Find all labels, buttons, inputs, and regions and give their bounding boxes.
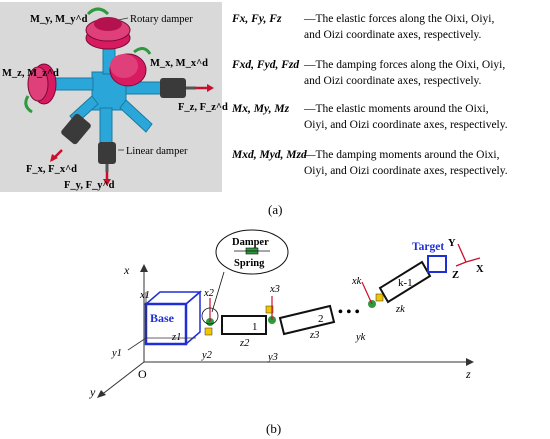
frame-y1: y1 [111,348,122,359]
legend-2-line2: and Oizi coordinate axes, respectively. [304,75,482,87]
moment-arrow-x [133,47,152,55]
frame-y3: y3 [267,352,278,363]
target-label-y: Y [448,238,456,249]
frame-y2: y2 [201,350,213,361]
target-axis-z [455,261,467,267]
legend-2-line1: —The damping forces along the Oixi, Oiyi… [303,59,505,71]
label-fy: F_y, F_y^d [64,180,115,191]
legend-3-line2: Oiyi, and Oizi coordinate axes, respecti… [304,119,508,131]
label-fx: F_x, F_x^d [26,164,77,175]
link-2 [278,304,336,336]
world-label-y: y [89,385,96,399]
legend-2-symbols: Fxd, Fyd, Fzd [231,59,299,71]
linear-damper-bottom [98,142,116,164]
callout-spring: Spring [234,258,265,269]
moment-arrow-y [86,7,110,16]
legend-4-line2: Oiyi, and Oizi coordinate axes, respecti… [304,165,508,177]
world-label-x: x [123,263,130,277]
label-rotary-damper: Rotary damper [130,14,193,25]
label-my: M_y, M_y^d [30,14,88,25]
base-label: Base [150,311,175,325]
legend-1-line2: and Oizi coordinate axes, respectively. [304,29,482,41]
target-axis-y [457,243,467,263]
frame-x3: x3 [269,284,280,295]
callout-damper: Damper [232,237,269,248]
legend-1-symbols: Fx, Fy, Fz [231,13,282,25]
caption-b: (b) [266,421,281,436]
frame-z3: z3 [309,330,319,341]
caption-a: (a) [268,202,282,217]
link-1 [221,315,267,335]
frame-xk: xk [351,276,362,287]
world-label-z: z [465,367,471,381]
target-label-z: Z [452,270,459,281]
target-label-x: X [476,264,484,275]
target-box [427,255,447,273]
link-k-1 [378,260,432,304]
label-mx: M_x, M_x^d [150,58,208,69]
target-label: Target [412,241,444,253]
frame-z1: z1 [171,332,181,343]
label-mz: M_z, M_z^d [2,68,59,79]
label-linear-damper: Linear damper [126,146,188,157]
link-k-1-label: k-1 [398,277,413,289]
moment-arrow-z [24,95,33,114]
frame-yk: yk [355,332,366,343]
linear-damper-front [61,113,91,145]
chain-ellipsis: • • • [338,305,360,320]
legend-4-symbols: Mxd, Myd, Mzd [231,149,307,161]
legend-4-line1: —The damping moments around the Oixi, [303,149,500,161]
link-2-label: 2 [318,313,324,325]
world-label-origin: O [138,367,147,381]
joint-model-illustration [24,7,214,186]
linear-damper-right [160,78,186,98]
legend-1-line1: —The elastic forces along the Oixi, Oiyi… [303,13,494,25]
frame-x2: x2 [203,288,215,299]
legend-3-symbols: Mx, My, Mz [231,103,290,115]
frame-zk: zk [395,304,405,315]
chain-diagram: x z y O Base x1 z1 y1 x2 y2 1 z2 x3 y3 [89,229,484,399]
target-axis-x [465,257,481,263]
world-axis-y [99,361,145,397]
legend-block: Fx, Fy, Fz —The elastic forces along the… [231,13,508,177]
label-fz: F_z, F_z^d [178,102,228,113]
frame-x1: x1 [139,290,150,301]
legend-3-line1: —The elastic moments around the Oixi, [303,103,489,115]
link-1-label: 1 [252,321,258,333]
frame-z2: z2 [239,338,250,349]
